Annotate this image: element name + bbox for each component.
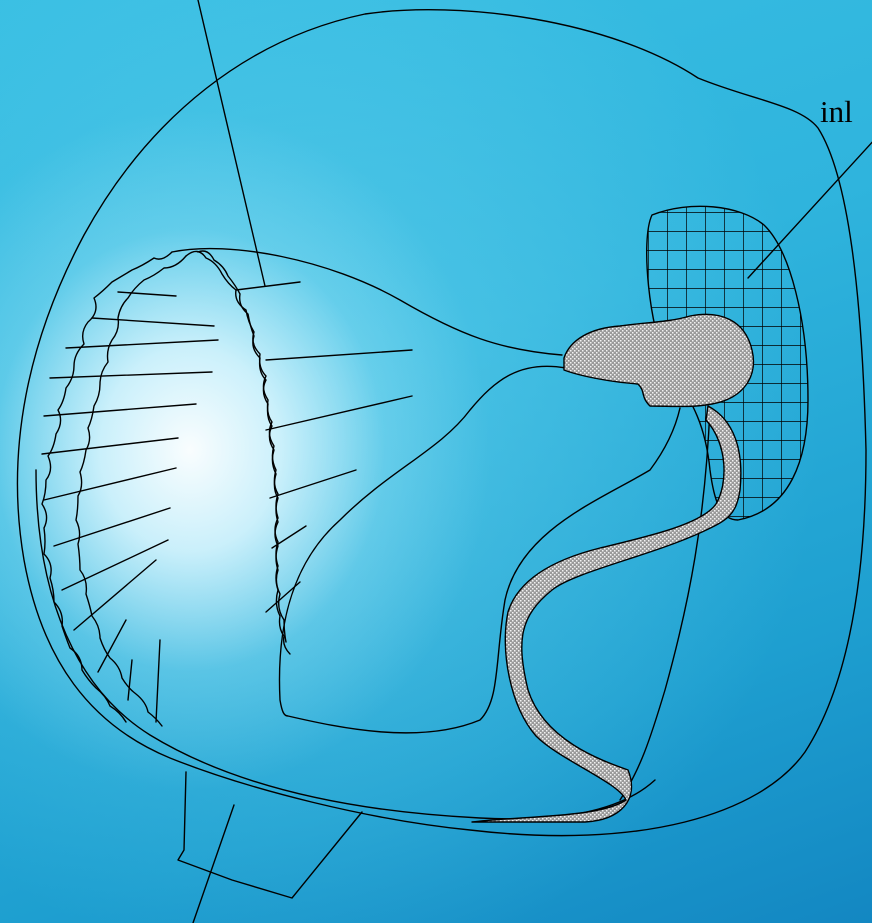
pointer-line-top bbox=[198, 0, 265, 286]
frilled-rim-right bbox=[186, 251, 290, 654]
frilled-rim-inner bbox=[76, 256, 186, 726]
label-inlet: inl bbox=[820, 96, 853, 127]
pointer-line-bottom bbox=[193, 805, 234, 923]
stippled-organ bbox=[564, 314, 753, 406]
funnel-upper-edge bbox=[172, 249, 562, 355]
frilled-rim-right-2 bbox=[198, 251, 286, 642]
funnel-striations bbox=[42, 282, 412, 722]
duct-outer-wall bbox=[620, 408, 710, 800]
stippled-duct bbox=[472, 406, 741, 822]
